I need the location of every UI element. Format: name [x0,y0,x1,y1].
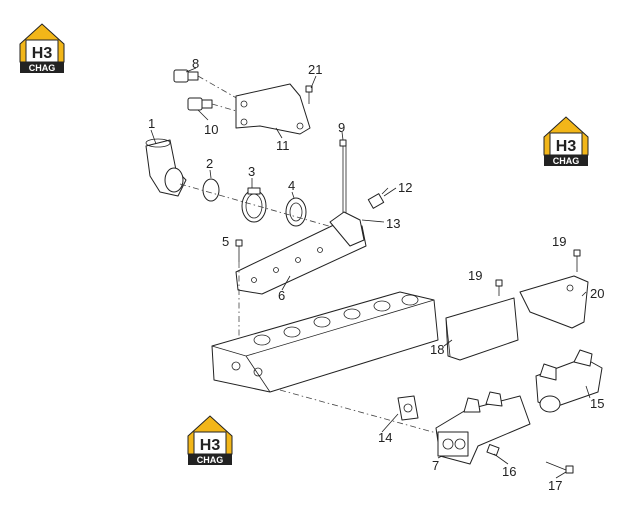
logo-sub-text: CHAG [29,63,56,73]
callout-16: 16 [502,464,516,479]
exhaust-manifold-15 [535,349,603,413]
callout-7: 7 [432,458,439,473]
bolt-21 [305,85,313,104]
logo-brand-text: H3 [200,437,221,454]
callout-14: 14 [378,430,392,445]
callout-8: 8 [192,56,199,71]
logo-sub-text: CHAG [553,156,580,166]
logo-brand-text: H3 [32,45,53,62]
bolt-5 [235,239,243,340]
callout-2: 2 [206,156,213,171]
callout-19b: 19 [552,234,566,249]
callout-18: 18 [430,342,444,357]
sensor-8 [173,69,241,101]
logo-brand-text: H3 [556,138,577,155]
clamp-4 [285,197,307,227]
exhaust-manifold-7 [435,391,531,465]
callout-9: 9 [338,120,345,135]
gasket-14 [397,395,419,421]
callout-13: 13 [386,216,400,231]
brand-logo-2: H3 CHAG [543,116,589,167]
sensor-10 [187,97,241,113]
sensor-12 [367,187,389,209]
bolt-19b [573,249,581,272]
callout-11: 11 [276,138,290,153]
logo-sub-text: CHAG [197,455,224,465]
callout-20: 20 [590,286,604,301]
brand-logo-3: H3 CHAG [187,415,233,466]
clamp-3 [241,187,267,223]
callout-15: 15 [590,396,604,411]
bolt-19a [495,279,503,296]
bolt-17 [545,461,574,474]
brand-logo-1: H3 CHAG [19,23,65,74]
callout-1: 1 [148,116,155,131]
callout-4: 4 [288,178,295,193]
heat-shield-18 [445,297,519,361]
cylinder-head [211,291,439,393]
callout-17: 17 [548,478,562,493]
callout-19a: 19 [468,268,482,283]
bolt-9 [339,139,347,216]
bracket-11 [235,83,311,135]
intake-manifold-6 [235,211,367,295]
heat-shield-20 [519,275,589,329]
callout-3: 3 [248,164,255,179]
callout-6: 6 [278,288,285,303]
elbow-1 [145,138,187,197]
o-ring-2 [202,178,220,202]
leader-lines [150,67,591,479]
spacer-16 [486,444,500,456]
callout-5: 5 [222,234,229,249]
callout-21: 21 [308,62,322,77]
callout-12: 12 [398,180,412,195]
callout-10: 10 [204,122,218,137]
